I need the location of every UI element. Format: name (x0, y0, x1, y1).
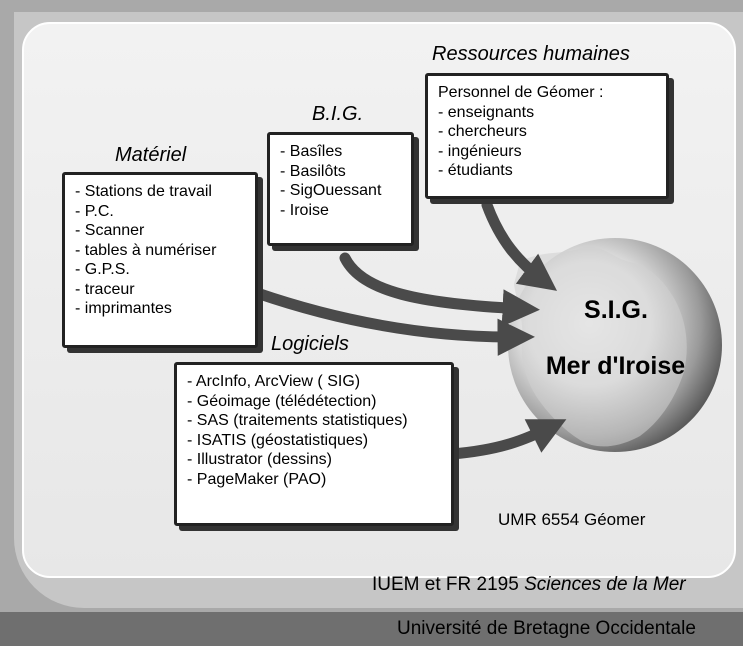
list-item: P.C. (75, 202, 245, 222)
list-item: Géoimage (télédétection) (187, 392, 441, 412)
logiciels-box: ArcInfo, ArcView ( SIG) Géoimage (télédé… (174, 362, 454, 526)
list-item: SAS (traitements statistiques) (187, 411, 441, 431)
list-item: Basilôts (280, 162, 401, 182)
institute-prefix: IUEM et FR 2195 (372, 574, 525, 595)
list-item: Illustrator (dessins) (187, 450, 441, 470)
land-silhouette (514, 246, 687, 447)
logiciels-title: Logiciels (271, 333, 349, 355)
logiciels-list: ArcInfo, ArcView ( SIG) Géoimage (télédé… (187, 372, 441, 489)
big-list: Basîles Basilôts SigOuessant Iroise (280, 142, 401, 220)
ressources-box: Personnel de Géomer : enseignants cherch… (425, 73, 669, 199)
list-item: Iroise (280, 201, 401, 221)
arrow-materiel-to-sig (251, 287, 535, 356)
list-item: ingénieurs (438, 142, 656, 162)
institute-italic: Sciences de la Mer (524, 574, 686, 595)
arrow-ressources-to-sig (481, 199, 558, 291)
institute-line: IUEM et FR 2195 Sciences de la Mer (372, 574, 686, 596)
arrow-big-to-sig (339, 252, 540, 327)
sig-label: S.I.G. (584, 296, 648, 324)
lab-label: UMR 6554 Géomer (498, 510, 646, 529)
sig-subtitle: Mer d'Iroise (545, 352, 686, 380)
list-item: Stations de travail (75, 182, 245, 202)
materiel-box: Stations de travail P.C. Scanner tables … (62, 172, 258, 348)
university-line: Université de Bretagne Occidentale (397, 618, 696, 639)
list-item: ArcInfo, ArcView ( SIG) (187, 372, 441, 392)
list-item: traceur (75, 280, 245, 300)
list-item: PageMaker (PAO) (187, 470, 441, 490)
big-title: B.I.G. (312, 103, 364, 125)
list-item: étudiants (438, 161, 656, 181)
list-item: ISATIS (géostatistiques) (187, 431, 441, 451)
list-item: SigOuessant (280, 181, 401, 201)
ressources-header: Personnel de Géomer : (438, 84, 604, 101)
ressources-title: Ressources humaines (432, 43, 630, 65)
arrows (251, 199, 567, 460)
list-item: enseignants (438, 103, 656, 123)
materiel-list: Stations de travail P.C. Scanner tables … (75, 182, 245, 319)
list-item: Basîles (280, 142, 401, 162)
list-item: tables à numériser (75, 241, 245, 261)
list-item: G.P.S. (75, 260, 245, 280)
materiel-title: Matériel (115, 144, 187, 166)
big-box: Basîles Basilôts SigOuessant Iroise (267, 132, 414, 246)
list-item: chercheurs (438, 122, 656, 142)
list-item: Scanner (75, 221, 245, 241)
ressources-list: enseignants chercheurs ingénieurs étudia… (438, 103, 656, 181)
globe (508, 238, 722, 452)
arrow-logiciels-to-sig (446, 419, 567, 460)
list-item: imprimantes (75, 299, 245, 319)
